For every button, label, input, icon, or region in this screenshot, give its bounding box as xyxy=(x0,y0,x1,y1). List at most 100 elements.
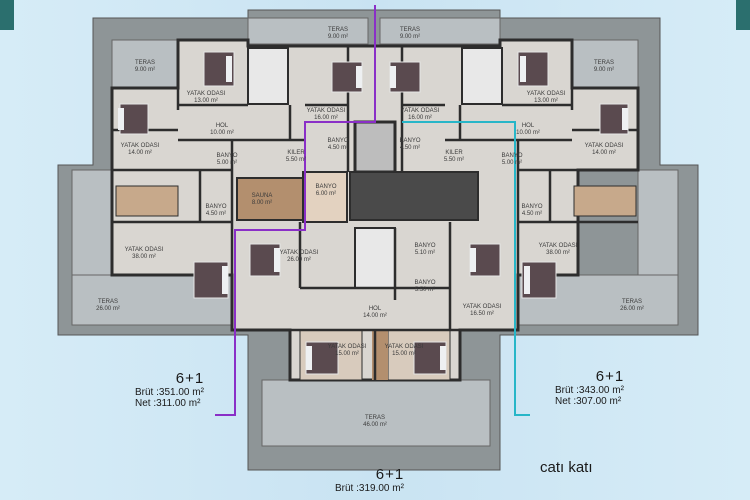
room-area-teras-b: 46.00 m² xyxy=(363,422,387,428)
room-name-teras-tc1: TERAS xyxy=(328,27,348,33)
stair-center xyxy=(354,227,396,289)
room-area-banyo-l2: 4.50 m² xyxy=(328,145,348,151)
room-area-teras-tc2: 9.00 m² xyxy=(400,34,420,40)
room-area-yatak-tl2: 14.00 m² xyxy=(128,150,152,156)
room-name-hol-l: HOL xyxy=(216,123,229,129)
terrace-bottom xyxy=(261,379,491,447)
room-area-yatak-r-mid: 16.50 m² xyxy=(470,311,494,317)
room-name-yatak-r-big: YATAK ODASI xyxy=(539,243,578,249)
room-name-hol-r: HOL xyxy=(522,123,535,129)
room-name-kiler-l: KILER xyxy=(287,150,305,156)
room-name-banyo-l2: BANYO xyxy=(327,138,348,144)
room-name-yatak-l-mid: YATAK ODASI xyxy=(280,250,319,256)
room-area-yatak-b1: 15.00 m² xyxy=(335,351,359,357)
room-name-yatak-b2: YATAK ODASI xyxy=(385,344,424,350)
wood-closet-left xyxy=(115,185,179,217)
room-area-banyo-c3: 5.50 m² xyxy=(415,287,435,293)
unit-type-bottom: 6+1 xyxy=(375,466,405,483)
unit-net-right: Net :307.00 m² xyxy=(555,396,622,407)
unit-brut-left: Brüt :351.00 m² xyxy=(135,387,204,398)
room-name-banyo-r2: BANYO xyxy=(501,153,522,159)
room-name-banyo-c2: BANYO xyxy=(414,243,435,249)
room-name-teras-tl: TERAS xyxy=(135,60,155,66)
unit-net-left: Net :311.00 m² xyxy=(135,398,201,409)
bed-pillows xyxy=(118,56,628,370)
room-name-yatak-rc: YATAK ODASI xyxy=(401,108,440,114)
wood-left xyxy=(302,171,348,223)
room-area-hol-r: 10.00 m² xyxy=(516,130,540,136)
unit-guide-right xyxy=(402,121,530,416)
room-area-teras-l: 26.00 m² xyxy=(96,306,120,312)
room-area-yatak-lc: 16.00 m² xyxy=(314,115,338,121)
frame-edge-left xyxy=(0,0,14,30)
room-area-banyo-l1: 5.00 m² xyxy=(217,160,237,166)
room-name-banyo-l1: BANYO xyxy=(216,153,237,159)
room-name-yatak-tl: YATAK ODASI xyxy=(187,91,226,97)
floor-label: catı katı xyxy=(540,459,593,476)
terrace-top-center-left xyxy=(247,17,369,45)
unit-type-right: 6+1 xyxy=(595,368,625,385)
room-area-banyo-r2: 5.00 m² xyxy=(502,160,522,166)
stair-core-left xyxy=(247,47,289,105)
unit-brut-right: Brüt :343.00 m² xyxy=(555,385,624,396)
wood-closet-right xyxy=(573,185,637,217)
unit-summary-right: 6+1 Brüt :343.00 m² Net :307.00 m² xyxy=(555,368,665,407)
room-area-hol-l: 10.00 m² xyxy=(210,130,234,136)
room-area-teras-tr: 9.00 m² xyxy=(594,67,614,73)
room-area-yatak-rc: 16.00 m² xyxy=(408,115,432,121)
room-area-banyo-r1: 4.50 m² xyxy=(400,145,420,151)
room-name-teras-tr: TERAS xyxy=(594,60,614,66)
room-area-kiler-l: 5.50 m² xyxy=(286,157,306,163)
room-name-teras-r: TERAS xyxy=(622,299,642,305)
room-area-banyo-c2: 5.10 m² xyxy=(415,250,435,256)
room-area-teras-tc1: 9.00 m² xyxy=(328,34,348,40)
room-name-teras-tc2: TERAS xyxy=(400,27,420,33)
room-area-yatak-tr2: 14.00 m² xyxy=(592,150,616,156)
unit-summary-bottom: 6+1 Brüt :319.00 m² xyxy=(335,466,445,494)
room-area-yatak-l-mid: 26.00 m² xyxy=(287,257,311,263)
room-name-banyo-c3: BANYO xyxy=(414,280,435,286)
room-name-teras-b: TERAS xyxy=(365,415,385,421)
room-name-yatak-b1: YATAK ODASI xyxy=(328,344,367,350)
terrace-top-right xyxy=(571,39,639,89)
frame-edge-right xyxy=(736,0,750,30)
room-name-yatak-tr2: YATAK ODASI xyxy=(585,143,624,149)
room-area-banyo-r3: 4.50 m² xyxy=(522,211,542,217)
room-area-sauna: 8.00 m² xyxy=(252,200,272,206)
room-name-kiler-r: KILER xyxy=(445,150,463,156)
terrace-top-center-right xyxy=(379,17,501,45)
room-name-hol-c: HOL xyxy=(369,306,382,312)
room-name-yatak-tr: YATAK ODASI xyxy=(527,91,566,97)
room-name-yatak-lc: YATAK ODASI xyxy=(307,108,346,114)
room-area-yatak-tr: 13.00 m² xyxy=(534,98,558,104)
room-area-teras-tl: 9.00 m² xyxy=(135,67,155,73)
room-name-banyo-r3: BANYO xyxy=(521,204,542,210)
room-name-banyo-r1: BANYO xyxy=(399,138,420,144)
room-name-sauna: SAUNA xyxy=(252,193,273,199)
room-area-teras-r: 26.00 m² xyxy=(620,306,644,312)
room-area-yatak-b2: 15.00 m² xyxy=(392,351,416,357)
room-area-banyo-c: 6.00 m² xyxy=(316,191,336,197)
room-name-yatak-l-big: YATAK ODASI xyxy=(125,247,164,253)
room-name-teras-l: TERAS xyxy=(98,299,118,305)
room-name-banyo-c: BANYO xyxy=(315,184,336,190)
room-area-yatak-r-big: 38.00 m² xyxy=(546,250,570,256)
stair-shaft xyxy=(349,171,479,221)
room-name-yatak-tl2: YATAK ODASI xyxy=(121,143,160,149)
room-area-banyo-l3: 4.50 m² xyxy=(206,211,226,217)
room-area-yatak-tl: 13.00 m² xyxy=(194,98,218,104)
unit-type-left: 6+1 xyxy=(175,370,205,387)
sauna-wood xyxy=(236,177,304,221)
elevator-core xyxy=(353,120,397,174)
room-name-banyo-l3: BANYO xyxy=(205,204,226,210)
unit-brut-bottom: Brüt :319.00 m² xyxy=(335,483,404,494)
stair-core-right xyxy=(461,47,503,105)
room-name-yatak-r-mid: YATAK ODASI xyxy=(463,304,502,310)
room-area-kiler-r: 5.50 m² xyxy=(444,157,464,163)
unit-summary-left: 6+1 Brüt :351.00 m² Net :311.00 m² xyxy=(135,370,245,409)
room-area-hol-c: 14.00 m² xyxy=(363,313,387,319)
room-area-yatak-l-big: 38.00 m² xyxy=(132,254,156,260)
unit-guide-left xyxy=(215,5,376,416)
